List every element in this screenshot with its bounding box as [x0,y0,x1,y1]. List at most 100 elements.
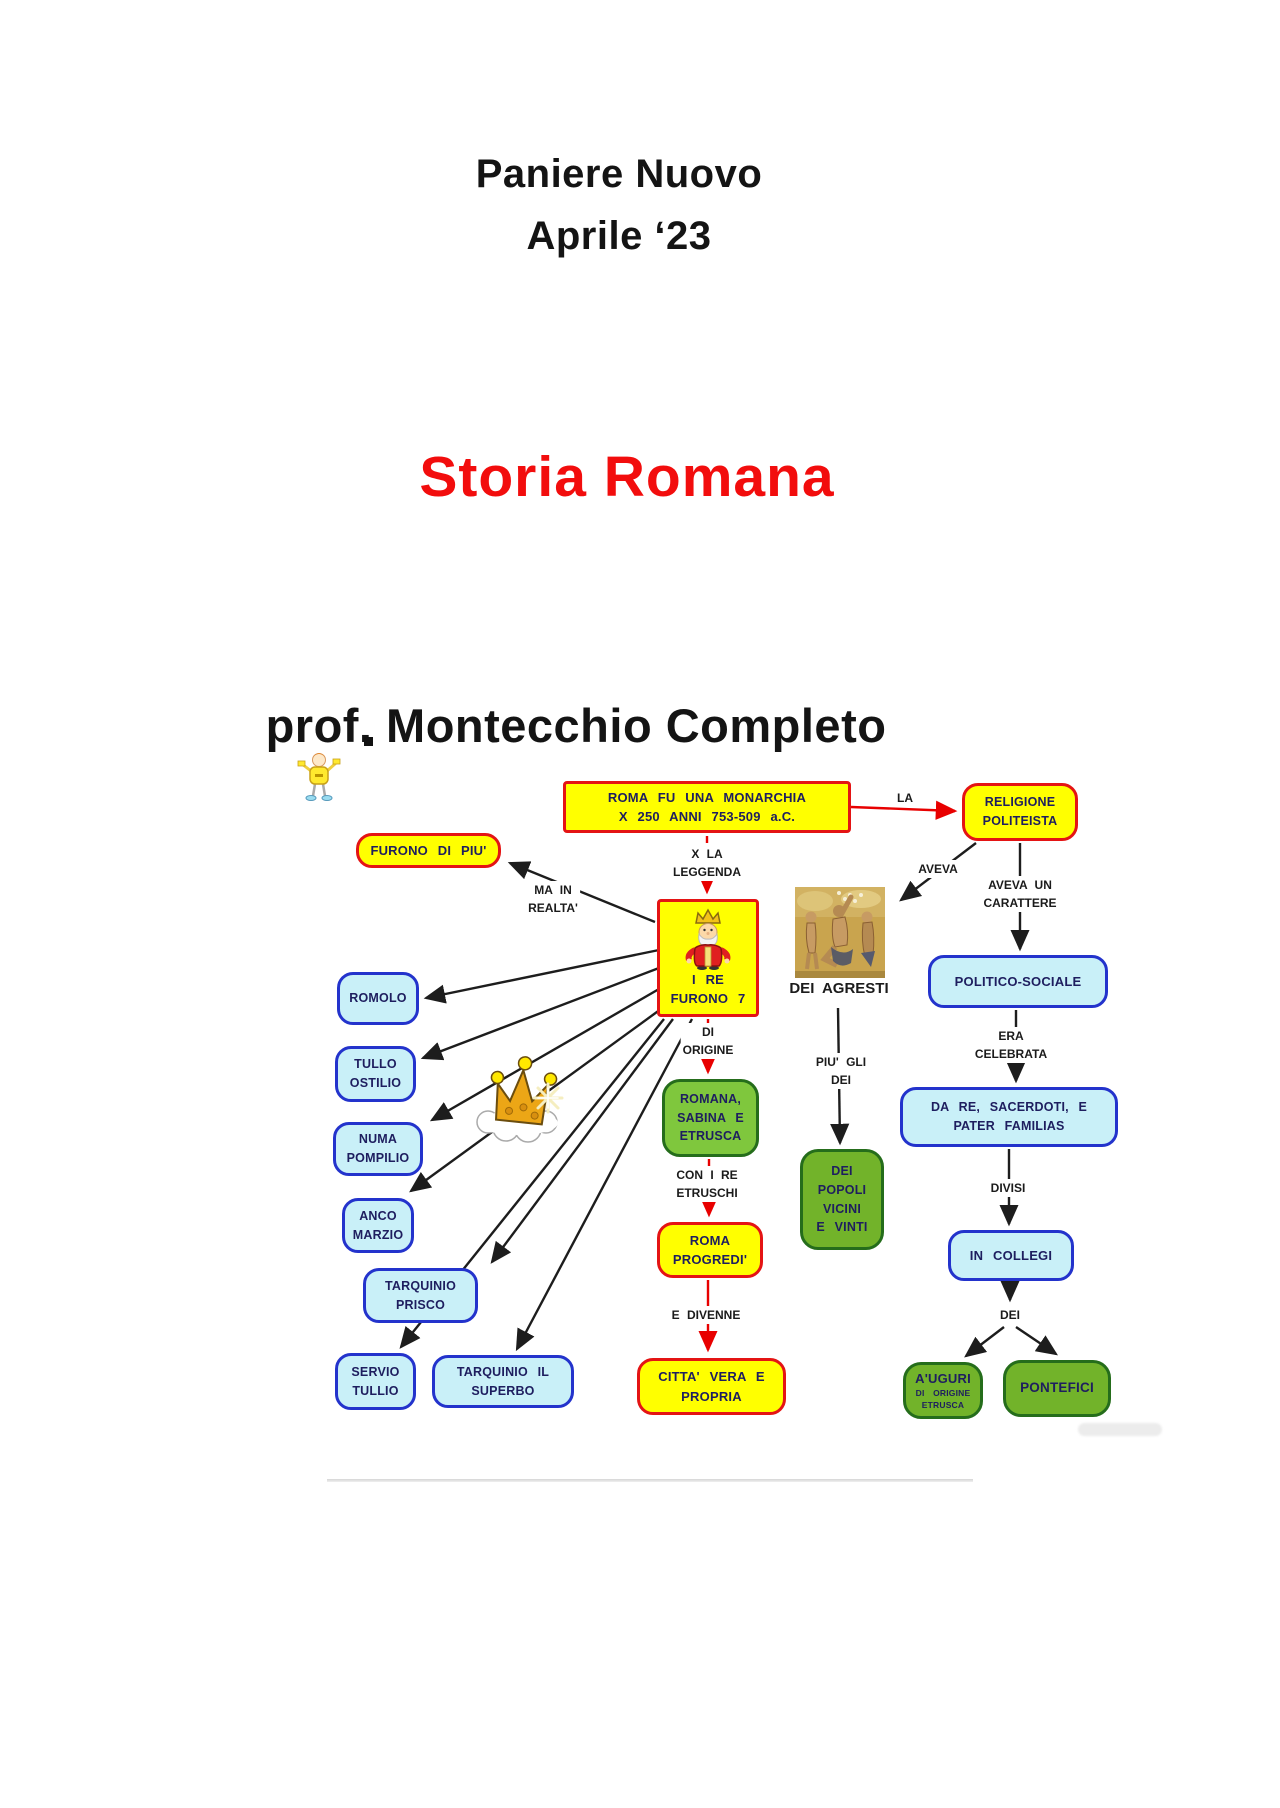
node-text-line: POMPILIO [346,1151,410,1165]
arrow-label-line: REALTA' [528,901,578,915]
node-tarquinio-il-superbo: TARQUINIO IL SUPERBO [432,1355,574,1408]
arrow-label-dei-agresti: DEI AGRESTI [787,978,891,1001]
node-text-line: TULLIO [352,1383,399,1398]
node-text-line: TARQUINIO IL [456,1364,550,1379]
node-text-line: ANCO [359,1208,397,1223]
node-text-line: X 250 ANNI 753-509 a.C. [618,809,796,824]
arrow-label-aveva: AVEVA [916,860,960,878]
node-text-line: ROMOLO [349,991,407,1006]
node-text-line: TARQUINIO [384,1278,456,1293]
arrow-label-e-divenne: E DIVENNE [669,1306,743,1324]
page-date: Aprile ‘23 [526,214,712,258]
node-text-line: SABINA E [677,1110,744,1125]
node-i-re-furono-7: I RE FURONO 7 [657,899,759,1017]
node-text-line: ROMANA, [679,1091,742,1106]
black-square-icon [364,737,373,746]
arrow-label-aveva-un-carattere: AVEVA UN CARATTERE [981,876,1059,912]
node-pontefici: PONTEFICI [1003,1360,1111,1417]
crown-icon [476,1056,564,1143]
node-text-line: TULLO [354,1057,397,1072]
node-text-line: I RE [691,971,725,987]
arrow-label-piu-gli-dei: PIU' GLI DEI [813,1053,869,1089]
node-text-line: A'UGURI [915,1370,971,1386]
node-text-line: IN COLLEGI [969,1247,1053,1263]
node-anco-marzio: ANCO MARZIO [342,1198,414,1253]
node-servio-tullio: SERVIO TULLIO [335,1353,416,1410]
arrow-label-line: DI [701,1025,714,1039]
divider-line [327,1479,973,1482]
arrow-label-line: CON I RE [676,1168,738,1182]
arrow-label-di-origine: DI ORIGINE [680,1023,736,1059]
arrow-label-x-la-leggenda: X LA LEGGENDA [670,845,744,881]
node-tullo-ostilio: TULLO OSTILIO [335,1046,416,1102]
painting-image [795,887,885,983]
node-text-line: OSTILIO [349,1076,402,1090]
arrow-label-line: AVEVA [918,862,958,876]
arrow-label-line: X LA [691,847,723,861]
node-text-line: PONTEFICI [1020,1380,1094,1396]
node-text-line: DEI [831,1164,853,1178]
arrow-label-line: CELEBRATA [974,1047,1048,1061]
node-romana-sabina-etrusca: ROMANA, SABINA E ETRUSCA [662,1079,759,1157]
arrow-label-line: DEI [999,1308,1021,1322]
node-text-line: CITTA' VERA E [658,1369,765,1384]
arrow-label-line: DEI [830,1073,852,1087]
node-text-line: PATER FAMILIAS [953,1119,1065,1133]
node-subtext-line: DI ORIGINE [915,1388,971,1399]
node-text-line: SUPERBO [471,1383,535,1398]
node-text-line: POLITEISTA [982,814,1058,828]
node-text-line: FURONO DI PIU' [370,842,487,858]
node-text-line: RELIGIONE [984,795,1056,810]
node-text-line: PROGREDI' [672,1252,748,1267]
arrow-label-line: MA IN [534,883,572,897]
arrow-label-la: LA [895,789,915,807]
arrow-label-line: CARATTERE [983,896,1057,910]
arrow-label-era-celebrata: ERA CELEBRATA [972,1027,1050,1063]
king-icon [685,907,731,970]
node-text-line: NUMA [358,1132,398,1147]
node-text-line: ROMA [689,1232,731,1248]
node-da-re-sacerdoti: DA RE, SACERDOTI, E PATER FAMILIAS [900,1087,1118,1147]
node-tarquinio-prisco: TARQUINIO PRISCO [363,1268,478,1323]
arrow-label-line: ERA [998,1029,1024,1043]
arrow-label-line: PIU' GLI [815,1055,867,1069]
main-title: Storia Romana [419,445,835,509]
arrow-label-line: LA [897,791,913,805]
arrow-label-ma-in-realta: MA IN REALTA' [526,881,580,917]
node-text-line: E VINTI [816,1220,868,1235]
node-roma-progredi: ROMA PROGREDI' [657,1222,763,1278]
node-subtext-line: ETRUSCA [921,1400,965,1411]
node-furono-di-piu: FURONO DI PIU' [356,833,501,868]
arrow-label-line: ETRUSCHI [676,1186,738,1200]
node-romolo: ROMOLO [337,972,419,1025]
arrow-label-divisi: DIVISI [988,1179,1028,1197]
arrow-label-line: E DIVENNE [671,1308,741,1322]
node-politico-sociale: POLITICO-SOCIALE [928,955,1108,1008]
node-numa-pompilio: NUMA POMPILIO [333,1122,423,1176]
node-religione-politeista: RELIGIONE POLITEISTA [962,783,1078,841]
node-text-line: MARZIO [352,1227,404,1242]
node-in-collegi: IN COLLEGI [948,1230,1074,1281]
node-text-line: FURONO 7 [670,991,746,1006]
arrow-label-line: AVEVA UN [988,878,1052,892]
arrow-label-dei: DEI [997,1306,1023,1324]
smudge-mark [1078,1423,1162,1436]
node-text-line: PRISCO [395,1297,446,1312]
node-text-line: ETRUSCA [679,1129,742,1144]
arrow-label-line: DIVISI [990,1181,1026,1195]
arrow-label-line: ORIGINE [682,1043,734,1057]
node-text-line: PROPRIA [681,1388,742,1404]
page-title: Paniere Nuovo [475,152,763,196]
person-icon [297,753,341,801]
node-citta-vera-e-propria: CITTA' VERA E PROPRIA [637,1358,786,1415]
node-text-line: SERVIO [351,1364,400,1379]
node-text-line: DA RE, SACERDOTI, E [930,1100,1088,1115]
arrow-label-con-i-re-etruschi: CON I RE ETRUSCHI [674,1166,740,1202]
node-text-line: POPOLI [817,1182,867,1197]
arrow-label-line: LEGGENDA [672,865,742,879]
